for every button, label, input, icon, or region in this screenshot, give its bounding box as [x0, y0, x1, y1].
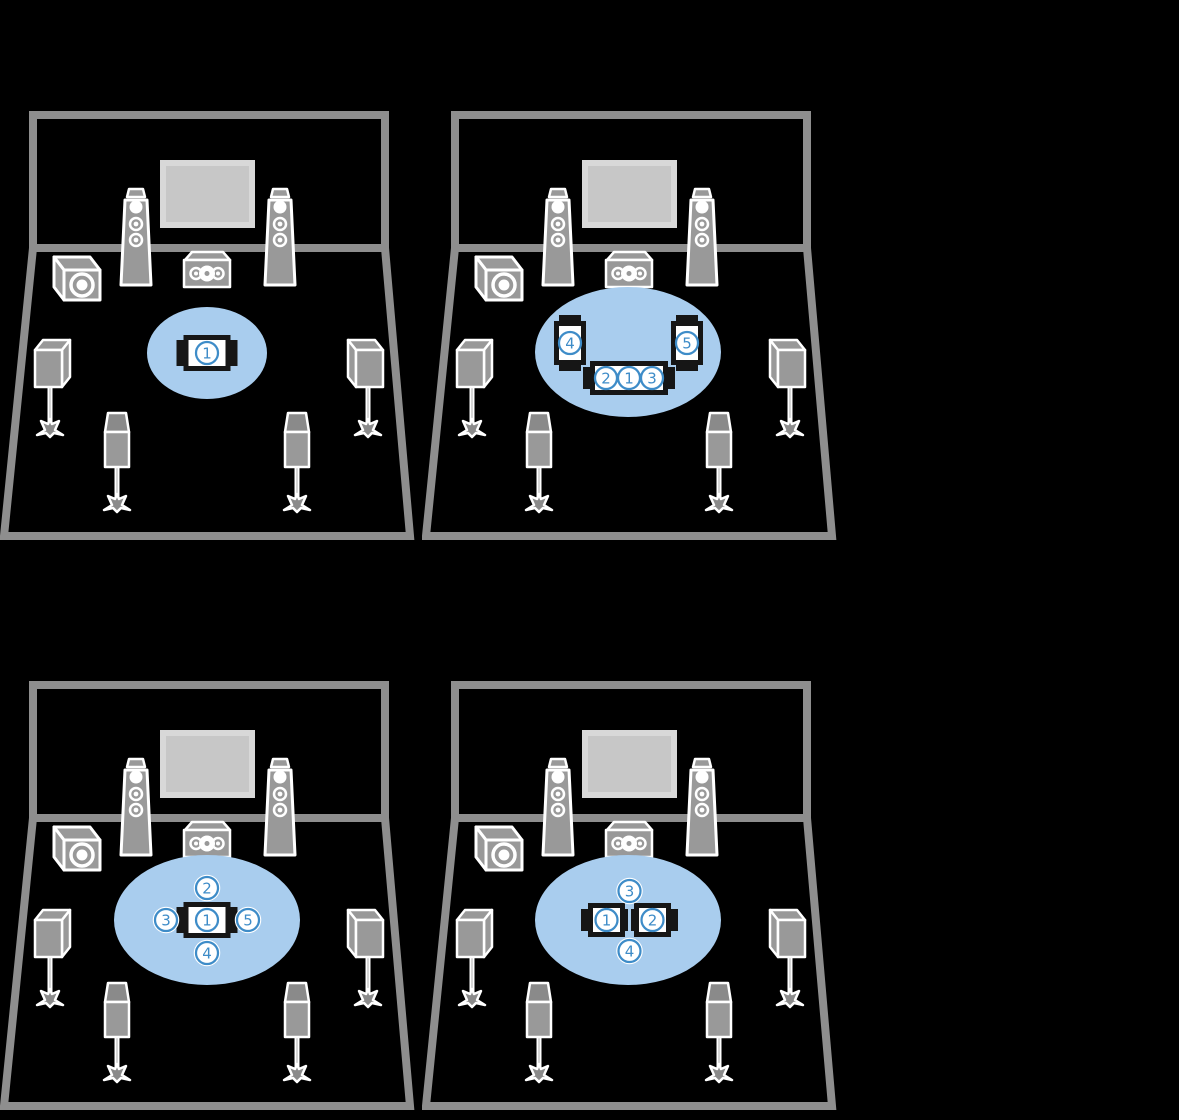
- svg-text:1: 1: [202, 344, 212, 362]
- svg-text:2: 2: [648, 911, 658, 929]
- wide-sofa: 2 1 3: [583, 364, 675, 393]
- position-4-marker: 4: [557, 330, 583, 356]
- position-5-marker: 5: [234, 906, 262, 934]
- position-3-marker: 3: [616, 877, 643, 905]
- position-1-marker: 1: [594, 907, 619, 933]
- position-1-marker: 1: [194, 340, 220, 366]
- position-2-marker: 2: [193, 874, 221, 902]
- svg-text:3: 3: [647, 369, 657, 387]
- svg-text:1: 1: [602, 911, 612, 929]
- svg-text:4: 4: [625, 942, 635, 960]
- left-chair: 4: [557, 315, 584, 371]
- position-4-marker: 4: [193, 939, 221, 967]
- diagram-five-positions-sofa-and-chairs: 4 5 2 1 3: [422, 100, 842, 540]
- svg-text:3: 3: [161, 911, 171, 929]
- diagram-four-positions-two-sofas: 1 2 3 4: [422, 670, 842, 1110]
- svg-text:5: 5: [243, 911, 253, 929]
- sofa: 1 2 3 5 4: [152, 874, 262, 967]
- diagram-one-measurement-position: 1: [0, 100, 420, 540]
- diagram-five-positions-around-sofa: 1 2 3 5 4: [0, 670, 420, 1110]
- svg-text:3: 3: [625, 882, 635, 900]
- svg-text:2: 2: [202, 879, 212, 897]
- position-2-marker: 2: [640, 907, 665, 933]
- position-3-marker: 3: [639, 365, 665, 391]
- svg-text:5: 5: [682, 334, 692, 352]
- position-3-marker: 3: [152, 906, 180, 934]
- svg-text:2: 2: [601, 369, 611, 387]
- position-5-marker: 5: [674, 330, 700, 356]
- right-chair: 5: [674, 315, 701, 371]
- svg-text:1: 1: [202, 911, 212, 929]
- svg-text:1: 1: [624, 369, 634, 387]
- twin-sofas: 1 2 3 4: [581, 877, 678, 965]
- position-4-marker: 4: [616, 937, 643, 965]
- svg-text:4: 4: [565, 334, 575, 352]
- sofa: 1: [177, 338, 238, 369]
- position-1-marker: 1: [194, 907, 220, 933]
- svg-text:4: 4: [202, 944, 212, 962]
